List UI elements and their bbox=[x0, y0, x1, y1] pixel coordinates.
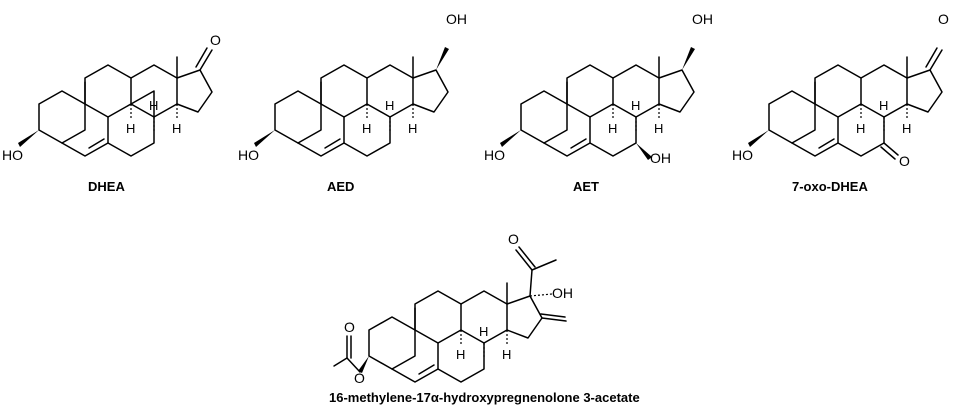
dhea-h8-label: H bbox=[149, 98, 158, 113]
dhea-h9-label: H bbox=[126, 121, 135, 136]
aet-o7-label: OH bbox=[650, 150, 671, 166]
aet-name: AET bbox=[573, 179, 599, 194]
dhea-o3-label: HO bbox=[2, 147, 23, 163]
aed-name: AED bbox=[327, 179, 354, 194]
aet-structure: HO OH OH H H H AET bbox=[484, 11, 713, 194]
aet-o3-label: HO bbox=[484, 147, 505, 163]
aed-h8-label: H bbox=[385, 98, 394, 113]
aed-o17-label: OH bbox=[446, 11, 467, 27]
pregnenolone-ketone-o-label: O bbox=[508, 231, 519, 247]
aed-h14-label: H bbox=[408, 121, 417, 136]
dhea-name: DHEA bbox=[88, 179, 125, 194]
7-oxo-dhea-structure: HO O O H H H 7-oxo-DHEA bbox=[732, 11, 949, 194]
aed-h9-label: H bbox=[362, 121, 371, 136]
pregnenolone-o17-label: OH bbox=[552, 285, 573, 301]
aed-structure: HO OH H H H AED bbox=[238, 11, 467, 194]
pregnenolone-h8-label: H bbox=[479, 324, 488, 339]
pregnenolone-acetate-name: 16-methylene-17α-hydroxypregnenolone 3-a… bbox=[329, 390, 640, 405]
dhea-h14-label: H bbox=[172, 121, 181, 136]
aet-h8-label: H bbox=[631, 98, 640, 113]
dhea-o17-label: O bbox=[210, 32, 221, 48]
pregnenolone-acetate-structure: O O O OH H H H bbox=[333, 231, 573, 386]
aet-h9-label: H bbox=[608, 121, 617, 136]
7-oxo-dhea-o7-label: O bbox=[899, 153, 910, 169]
7-oxo-dhea-o3-label: HO bbox=[732, 147, 753, 163]
7-oxo-dhea-h8-label: H bbox=[879, 98, 888, 113]
7-oxo-dhea-h14-label: H bbox=[902, 121, 911, 136]
7-oxo-dhea-h9-label: H bbox=[856, 121, 865, 136]
7-oxo-dhea-o17-label: O bbox=[938, 11, 949, 27]
aet-o17-label: OH bbox=[692, 11, 713, 27]
7-oxo-dhea-name: 7-oxo-DHEA bbox=[792, 179, 868, 194]
pregnenolone-h14-label: H bbox=[502, 347, 511, 362]
aet-h14-label: H bbox=[654, 121, 663, 136]
pregnenolone-acyl-o-label: O bbox=[344, 319, 355, 335]
pregnenolone-o3-label: O bbox=[354, 370, 365, 386]
aed-o3-label: HO bbox=[238, 147, 259, 163]
pregnenolone-h9-label: H bbox=[456, 347, 465, 362]
dhea-structure: HO O H H H DHEA bbox=[2, 32, 221, 194]
